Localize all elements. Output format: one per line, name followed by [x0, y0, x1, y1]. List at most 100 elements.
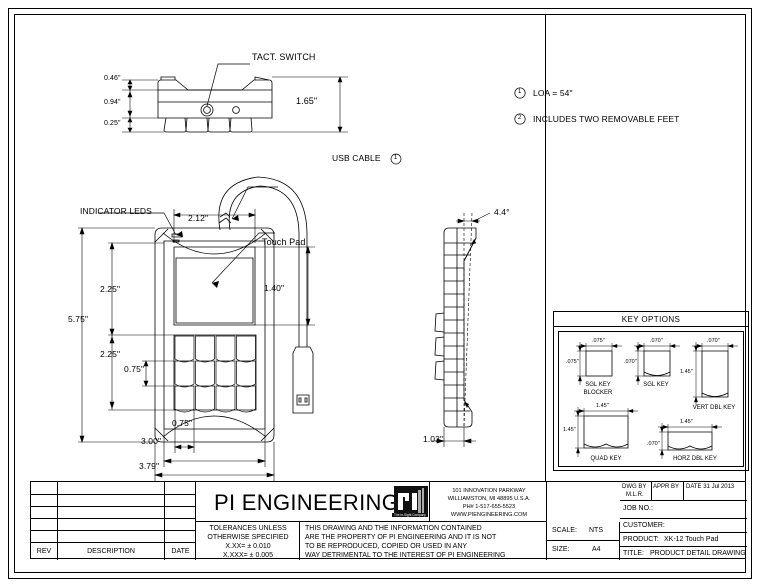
key-option-vert-dbl-key	[692, 342, 738, 406]
dim-top-1-40: 1.40"	[264, 283, 285, 293]
ko-quad-label: QUAD KEY	[590, 456, 622, 462]
size-label: SIZE:	[552, 546, 570, 553]
ko-blocker-label-2: BLOCKER	[583, 390, 613, 396]
ko-sglkey-width: .070"	[650, 338, 663, 344]
tolerances-line-3: X.XX= ± 0.010	[225, 543, 271, 550]
dwg-by-label: DWG BY	[622, 484, 647, 490]
dim-front-0-94: 0.94"	[104, 99, 121, 106]
appr-by-label: APPR BY	[653, 484, 680, 490]
disclaimer-line-3: TO BE REPRODUCED, COPIED OR USED IN ANY	[305, 543, 468, 550]
dim-top-3-00: 3.00"	[141, 436, 162, 446]
job-no-label: JOB NO.:	[623, 505, 653, 512]
key-options-inner-frame	[558, 331, 744, 467]
note-2-ref: 2	[518, 115, 522, 121]
dim-side-angle: 4.4°	[494, 207, 510, 217]
dim-top-0-75-width: 0.75"	[172, 418, 193, 428]
tolerances-cell: TOLERANCES UNLESS OTHERWISE SPECIFIED X.…	[196, 522, 300, 560]
ko-horzdbl-width: 1.45"	[680, 419, 693, 425]
disclaimer-line-4: WAY DETRIMENTAL TO THE INTEREST OF PI EN…	[305, 552, 506, 559]
dwg-appr-date-row: DWG BY M.L.R. APPR BY DATE 31 Jul 2013	[620, 482, 747, 501]
dim-top-5-75: 5.75"	[68, 314, 89, 324]
logo-tagline: The In-Sight Company	[392, 513, 428, 517]
disclaimer-line-2: ARE THE PROPERTY OF PI ENGINEERING AND I…	[305, 534, 497, 541]
sheet-vertical-divider	[545, 15, 546, 481]
front-view-drawing	[122, 63, 348, 133]
tolerances-line-2: OTHERWISE SPECIFIED	[207, 534, 289, 541]
note-1-text: LOA = 54"	[533, 88, 573, 98]
dim-top-2-25-lower: 2.25"	[100, 349, 121, 359]
ko-sglkey-label: SGL KEY	[643, 382, 669, 388]
usb-cable-note-ref: 1	[394, 155, 398, 161]
tolerances-line-4: X.XXX= ± 0.005	[223, 552, 273, 559]
scale-value: NTS	[589, 527, 603, 534]
ko-horzdbl-label: HORZ DBL KEY	[673, 456, 717, 462]
right-info-stack: DWG BY M.L.R. APPR BY DATE 31 Jul 2013 J…	[620, 482, 747, 560]
rev-header: REV	[36, 548, 52, 555]
key-options-header: KEY OPTIONS	[554, 312, 748, 327]
label-indicator-leds: INDICATOR LEDS	[80, 206, 152, 216]
ko-vertdbl-width: .070"	[707, 338, 720, 344]
sheet-border-outer	[8, 8, 752, 579]
key-option-sgl-key-blocker	[576, 342, 622, 385]
note-ref-circles	[514, 87, 526, 125]
revision-table: REV DESCRIPTION DATE	[31, 482, 196, 560]
ko-blocker-height: .075"	[566, 359, 579, 365]
sheet-border-inner	[14, 14, 746, 573]
title-value: PRODUCT DETAIL DRAWING	[650, 550, 746, 557]
label-tact-switch: TACT. SWITCH	[252, 52, 316, 62]
dim-front-0-46: 0.46"	[104, 75, 121, 82]
ko-horzdbl-height: .070"	[647, 441, 660, 447]
disclaimer-line-1: THIS DRAWING AND THE INFORMATION CONTAIN…	[305, 525, 482, 532]
address-line-1: 101 INNOVATION PARKWAY	[452, 488, 526, 494]
product-row: PRODUCT: XK-12 Touch Pad	[620, 533, 747, 547]
dim-side-thickness: 1.03"	[423, 434, 444, 444]
ko-quad-height: 1.45"	[563, 427, 576, 433]
dim-front-0-25: 0.25"	[104, 120, 121, 127]
note-1-ref: 1	[518, 89, 522, 95]
ko-blocker-width: .075"	[592, 338, 605, 344]
date-value: DATE 31 Jul 2013	[686, 484, 735, 490]
date-header: DATE	[171, 548, 190, 555]
ko-blocker-label-1: SGL KEY	[585, 382, 611, 388]
size-cell: SIZE: A4	[547, 541, 620, 560]
product-value: XK-12 Touch Pad	[664, 536, 719, 543]
job-no-row: JOB NO.:	[620, 501, 747, 519]
dwg-by-value: M.L.R.	[626, 492, 644, 498]
customer-row: CUSTOMER:	[620, 519, 747, 533]
side-view-drawing	[432, 212, 491, 447]
dim-front-1-65: 1.65"	[296, 96, 318, 106]
company-banner: PI ENGINEERING The In-Sight Company	[196, 482, 547, 522]
dim-top-0-75-height: 0.75"	[124, 364, 145, 374]
key-option-sgl-key	[634, 342, 680, 385]
customer-label: CUSTOMER:	[623, 522, 665, 529]
disclaimer-cell: THIS DRAWING AND THE INFORMATION CONTAIN…	[300, 522, 547, 560]
title-row: TITLE: PRODUCT DETAIL DRAWING	[620, 547, 747, 560]
key-options-title: KEY OPTIONS	[621, 315, 681, 324]
company-name: PI ENGINEERING	[214, 490, 400, 515]
note-2-text: INCLUDES TWO REMOVABLE FEET	[533, 114, 680, 124]
ko-sglkey-height: .070"	[624, 359, 637, 365]
description-header: DESCRIPTION	[87, 548, 135, 555]
dim-top-2-25-upper: 2.25"	[100, 284, 121, 294]
dim-top-2-12: 2.12"	[188, 213, 209, 223]
key-option-quad-key	[574, 407, 638, 457]
tolerances-line-1: TOLERANCES UNLESS	[209, 525, 287, 532]
title-label: TITLE:	[623, 550, 645, 557]
top-view-drawing	[78, 176, 315, 481]
dim-top-3-79: 3.79"	[139, 461, 160, 471]
address-line-3: PH# 1-517-655-5523	[462, 504, 516, 510]
address-line-4: WWW.PIENGINEERING.COM	[450, 512, 528, 518]
label-touch-pad: Touch Pad	[262, 237, 306, 247]
scale-label: SCALE:	[552, 527, 577, 534]
ko-vertdbl-height: 1.45"	[680, 369, 693, 375]
title-block: REV DESCRIPTION DATE PI ENGINEERING	[30, 481, 747, 560]
scale-cell: SCALE: NTS	[547, 522, 620, 541]
product-label: PRODUCT:	[623, 536, 659, 543]
address-line-2: WILLIAMSTON, MI 48895 U.S.A.	[447, 496, 531, 502]
address-cell: 101 INNOVATION PARKWAY WILLIAMSTON, MI 4…	[429, 482, 547, 522]
ko-quad-width: 1.45"	[596, 403, 609, 409]
ko-vertdbl-label: VERT DBL KEY	[692, 405, 736, 411]
key-options-box: KEY OPTIONS .075" .075" SGL KEY BLOCKER	[553, 311, 749, 471]
size-value: A4	[592, 546, 601, 553]
